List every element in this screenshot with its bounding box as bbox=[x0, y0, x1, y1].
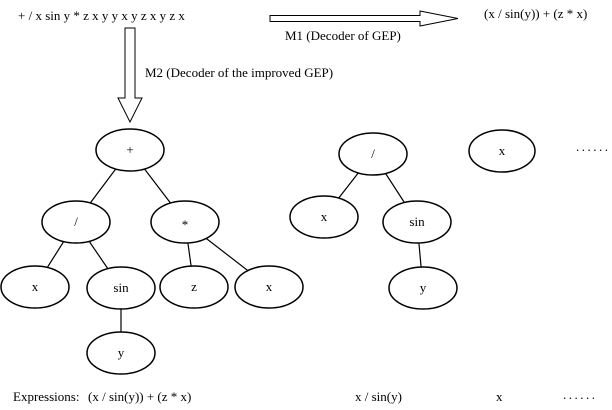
tree-node-ellipse bbox=[159, 265, 229, 309]
tree2-node-divide-label: / bbox=[371, 146, 375, 161]
tree-node-ellipse bbox=[382, 200, 452, 244]
tree1-edges bbox=[34, 149, 270, 353]
tree-node-ellipse bbox=[86, 266, 156, 310]
expressions-ellipsis: ...... bbox=[563, 387, 598, 402]
tree-node-ellipse bbox=[388, 266, 458, 310]
tree1-node-divide-label: / bbox=[74, 214, 78, 229]
tree-node-ellipse bbox=[95, 128, 165, 172]
tree1: + / * x sin z x y bbox=[0, 128, 304, 375]
tree1-node-y-label: y bbox=[118, 345, 125, 360]
tree1-node-plus-label: + bbox=[126, 142, 133, 157]
expressions-row-label: Expressions: bbox=[13, 389, 80, 404]
m1-right-arrow-icon bbox=[269, 10, 459, 27]
tree-node-ellipse bbox=[41, 200, 111, 244]
more-trees-ellipsis: ...... bbox=[576, 139, 611, 154]
tree2-node-x-label: x bbox=[321, 209, 328, 224]
tree3-expression-text: x bbox=[496, 389, 503, 404]
tree2-expression-text: x / sin(y) bbox=[355, 389, 402, 404]
tree1-node-sin-label: sin bbox=[113, 280, 129, 295]
tree1-expression-text: (x / sin(y)) + (z * x) bbox=[88, 389, 192, 404]
gep-genome-string: + / x sin y * z x y y x y z x y z x bbox=[18, 8, 185, 23]
tree-node-ellipse bbox=[234, 265, 304, 309]
tree2-node-sin-label: sin bbox=[409, 214, 425, 229]
m2-down-arrow-icon bbox=[117, 27, 143, 124]
m1-arrow-label: M1 (Decoder of GEP) bbox=[285, 28, 401, 43]
tree-node-ellipse bbox=[468, 129, 536, 173]
tree1-node-z-label: z bbox=[191, 279, 197, 294]
tree3: x bbox=[468, 129, 536, 173]
tree2: / x sin y bbox=[289, 132, 458, 310]
tree1-node-multiply-label: * bbox=[182, 217, 189, 232]
tree3-node-x-label: x bbox=[499, 143, 506, 158]
tree-node-ellipse bbox=[289, 195, 359, 239]
tree2-node-y-label: y bbox=[420, 280, 427, 295]
tree-node-ellipse bbox=[0, 265, 70, 309]
tree-node-ellipse bbox=[338, 132, 408, 176]
tree-node-ellipse bbox=[86, 331, 156, 375]
tree-node-ellipse bbox=[150, 200, 220, 244]
m1-result-expression: (x / sin(y)) + (z * x) bbox=[484, 6, 588, 21]
tree1-node-x-right-label: x bbox=[266, 279, 273, 294]
m2-arrow-label: M2 (Decoder of the improved GEP) bbox=[145, 65, 334, 80]
tree1-node-x-left-label: x bbox=[32, 279, 39, 294]
